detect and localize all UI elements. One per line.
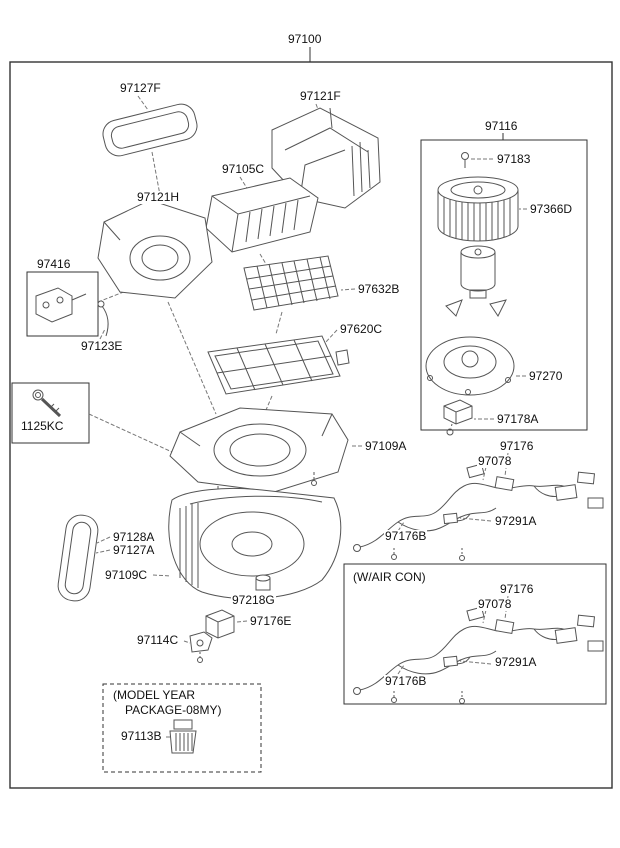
part-97127A-seal: [57, 514, 99, 602]
part-harness-97176: [353, 452, 604, 561]
label-97176E: 97176E: [249, 614, 293, 628]
label-97109C: 97109C: [104, 568, 149, 582]
part-97218G: [255, 574, 271, 591]
label-97176-waircon: 97176: [499, 582, 535, 596]
label-97178A: 97178A: [496, 412, 540, 426]
label-97620C: 97620C: [339, 322, 384, 336]
label-97113B: 97113B: [120, 729, 163, 743]
label-97078-waircon: 97078: [477, 597, 513, 611]
part-97109A: [169, 407, 349, 500]
part-97127F: [102, 103, 198, 157]
part-97366D: [437, 176, 519, 242]
label-1125KC: 1125KC: [20, 419, 65, 433]
part-97176E: [203, 609, 235, 649]
part-97416: [35, 287, 87, 323]
part-97632B: [243, 255, 339, 311]
label-97114C: 97114C: [136, 633, 180, 647]
part-blower-motor: [460, 245, 496, 299]
label-waircon-title: (W/AIR CON): [352, 570, 427, 584]
part-1125KC-bolt: [32, 389, 62, 418]
part-97121H: [97, 199, 213, 299]
part-97183: [461, 152, 469, 168]
part-97123E: [97, 300, 109, 337]
label-97218G: 97218G: [231, 593, 276, 607]
label-97123E: 97123E: [80, 339, 124, 353]
label-97100: 97100: [287, 32, 323, 46]
part-97109C: [168, 488, 342, 600]
label-97176B-waircon: 97176B: [384, 674, 428, 688]
label-97127F: 97127F: [119, 81, 162, 95]
label-97176B: 97176B: [384, 529, 428, 543]
part-97105C: [205, 177, 319, 253]
label-97183: 97183: [496, 152, 532, 166]
label-97291A-waircon: 97291A: [494, 655, 538, 669]
box-1125KC: [11, 382, 90, 444]
label-modelyear-line1: (MODEL YEAR: [112, 688, 197, 702]
label-97632B: 97632B: [357, 282, 401, 296]
part-97114C: [189, 631, 213, 663]
part-97270: [425, 336, 515, 396]
label-97291A: 97291A: [494, 514, 538, 528]
label-97105C: 97105C: [221, 162, 266, 176]
box-waircon: [343, 563, 607, 705]
label-97128A: 97128A: [112, 530, 156, 544]
part-97121F: [271, 107, 381, 209]
part-97113B: [169, 719, 197, 754]
label-97416: 97416: [36, 257, 72, 271]
label-97078: 97078: [477, 454, 513, 468]
label-97116: 97116: [484, 119, 519, 133]
label-97366D: 97366D: [529, 202, 574, 216]
box-97116: [420, 139, 588, 431]
label-97270: 97270: [528, 369, 564, 383]
label-97127A: 97127A: [112, 543, 156, 557]
label-97109A: 97109A: [364, 439, 408, 453]
part-97178A: [443, 399, 473, 436]
part-97620C: [207, 335, 350, 395]
box-modelyear: [102, 683, 262, 773]
part-harness-97176-waircon: [353, 595, 604, 704]
label-97176: 97176: [499, 439, 535, 453]
label-97121F: 97121F: [299, 89, 342, 103]
main-frame: [9, 61, 613, 789]
label-97121H: 97121H: [136, 190, 181, 204]
label-modelyear-line2: PACKAGE-08MY): [124, 703, 223, 717]
part-motor-clips: [445, 299, 507, 317]
